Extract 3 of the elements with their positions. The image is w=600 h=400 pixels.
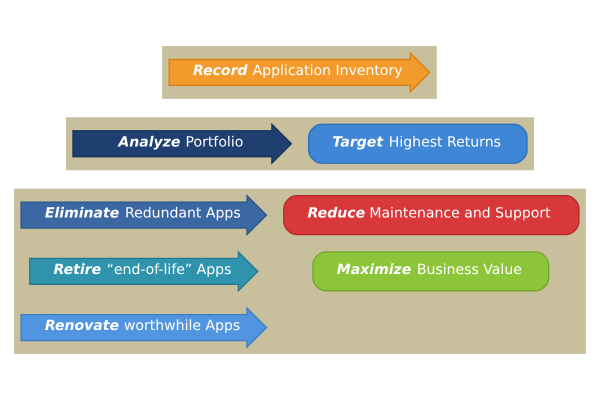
node-box: Reduce Maintenance and Support — [283, 195, 580, 236]
node-box: Target Highest Returns — [308, 124, 528, 164]
node-box: Maximize Business Value — [312, 251, 550, 292]
